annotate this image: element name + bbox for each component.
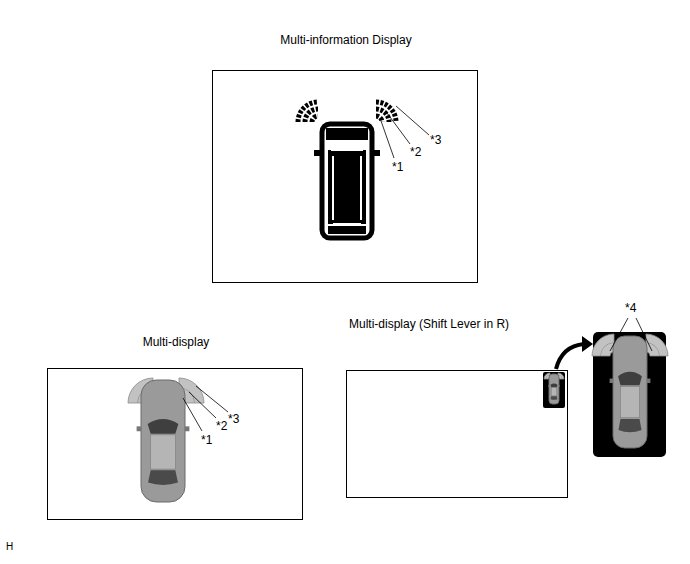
leader-line — [636, 318, 652, 351]
vehicle-icon — [128, 378, 204, 502]
callout-number: *4 — [625, 302, 636, 314]
callout-number: *1 — [392, 161, 403, 173]
panel-title: Multi-display — [143, 335, 210, 349]
leader-line — [189, 392, 216, 418]
leader-line — [610, 318, 628, 351]
panel-title: Multi-display (Shift Lever in R) — [349, 317, 509, 331]
display-panel: Multi-information Display — [212, 70, 478, 283]
callout-number: *2 — [216, 420, 227, 432]
callout-number: *2 — [410, 146, 421, 158]
callout-number: *3 — [228, 413, 239, 425]
display-panel: Multi-display — [47, 368, 303, 520]
enlarged-inset — [592, 332, 668, 457]
leader-lines — [183, 106, 652, 431]
leader-line — [196, 386, 228, 412]
panel-title: Multi-information Display — [280, 33, 411, 47]
leader-line — [183, 398, 202, 431]
pixel-car — [298, 102, 396, 238]
inset-vehicle-icon — [543, 372, 565, 408]
callout-number: *1 — [201, 434, 212, 446]
callout-number: *3 — [430, 134, 441, 146]
display-panel: Multi-display (Shift Lever in R) — [346, 370, 568, 498]
leader-line — [396, 106, 429, 135]
zoom-arrow — [556, 336, 593, 369]
leader-line — [380, 118, 394, 158]
leader-line — [387, 113, 410, 144]
figure-code: H — [6, 542, 13, 552]
